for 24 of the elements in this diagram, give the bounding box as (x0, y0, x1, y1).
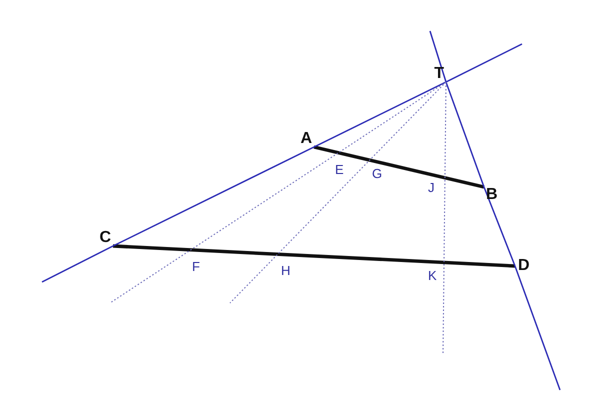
point-label: H (281, 264, 290, 277)
dotted-line (442, 82, 446, 356)
point-label: E (335, 163, 344, 176)
point-label: J (428, 181, 434, 194)
dotted-line (230, 82, 446, 304)
point-label: A (298, 131, 314, 147)
line-segment (483, 186, 516, 266)
point-label: K (428, 269, 437, 282)
line-segment (445, 82, 485, 188)
point-label: C (97, 230, 113, 246)
point-label: B (484, 187, 500, 203)
dotted-line (110, 82, 446, 304)
line-segment (42, 245, 114, 283)
line-segment (112, 244, 516, 268)
line-segment (314, 145, 484, 189)
line-segment (429, 30, 447, 82)
point-label: T (432, 66, 446, 82)
point-label: F (192, 260, 200, 273)
line-segment (446, 43, 522, 83)
point-label: G (372, 167, 382, 180)
line-segment (112, 146, 314, 247)
line-segment (514, 266, 561, 390)
line-segment (314, 81, 446, 148)
point-label: D (516, 258, 532, 274)
